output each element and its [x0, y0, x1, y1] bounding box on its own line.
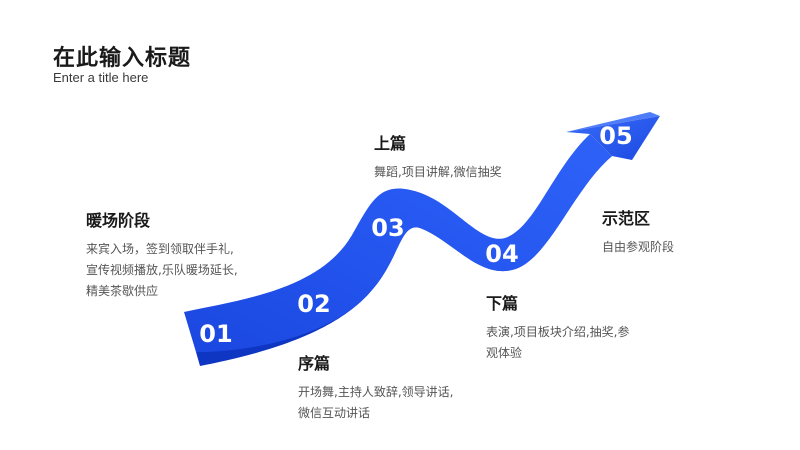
stage-part-two: 下篇 表演,项目板块介绍,抽奖,参 观体验	[486, 290, 629, 364]
stage-title: 上篇	[374, 130, 502, 154]
step-number-04: 04	[485, 240, 518, 268]
stage-title: 下篇	[486, 290, 629, 314]
stage-prologue: 序篇 开场舞,主持人致辞,领导讲话, 微信互动讲话	[298, 350, 453, 424]
stage-title: 序篇	[298, 350, 453, 374]
stage-desc-line: 开场舞,主持人致辞,领导讲话,	[298, 382, 453, 403]
stage-desc-line: 观体验	[486, 343, 629, 364]
stage-desc-line: 精美茶歇供应	[86, 281, 238, 302]
step-number-01: 01	[199, 320, 232, 348]
stage-desc: 来宾入场，签到领取伴手礼, 宣传视频播放,乐队暖场延长, 精美茶歇供应	[86, 239, 238, 302]
stage-warmup: 暖场阶段 来宾入场，签到领取伴手礼, 宣传视频播放,乐队暖场延长, 精美茶歇供应	[86, 207, 238, 302]
stage-part-one: 上篇 舞蹈,项目讲解,微信抽奖	[374, 130, 502, 183]
stage-desc-line: 微信互动讲话	[298, 403, 453, 424]
stage-desc-line: 表演,项目板块介绍,抽奖,参	[486, 322, 629, 343]
step-number-02: 02	[297, 290, 330, 318]
stage-demo-area: 示范区 自由参观阶段	[602, 205, 674, 258]
step-number-05: 05	[599, 122, 632, 150]
step-number-03: 03	[371, 214, 404, 242]
stage-desc-line: 舞蹈,项目讲解,微信抽奖	[374, 162, 502, 183]
stage-title: 示范区	[602, 205, 674, 229]
stage-desc: 表演,项目板块介绍,抽奖,参 观体验	[486, 322, 629, 364]
stage-title: 暖场阶段	[86, 207, 238, 231]
stage-desc: 开场舞,主持人致辞,领导讲话, 微信互动讲话	[298, 382, 453, 424]
stage-desc-line: 自由参观阶段	[602, 237, 674, 258]
stage-desc: 舞蹈,项目讲解,微信抽奖	[374, 162, 502, 183]
stage-desc-line: 宣传视频播放,乐队暖场延长,	[86, 260, 238, 281]
stage-desc: 自由参观阶段	[602, 237, 674, 258]
stage-desc-line: 来宾入场，签到领取伴手礼,	[86, 239, 238, 260]
